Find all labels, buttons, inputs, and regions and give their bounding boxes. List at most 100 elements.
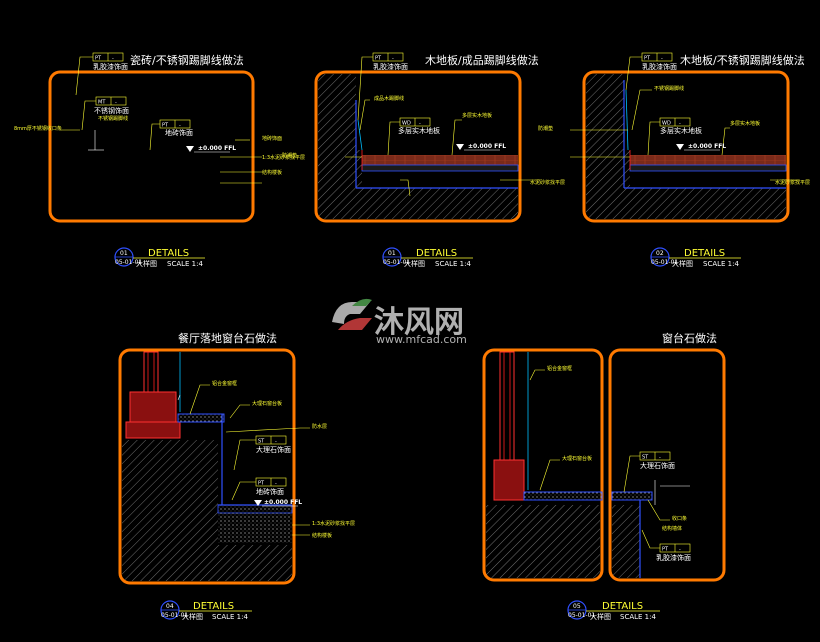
level-marker: ±0.000 FFL <box>676 143 726 151</box>
note: 大理石窗台板 <box>252 400 282 407</box>
svg-text:PT: PT <box>95 56 102 62</box>
svg-text:05: 05 <box>573 603 581 610</box>
svg-text:乳胶漆饰面: 乳胶漆饰面 <box>656 553 691 562</box>
note: 结构墙体 <box>662 525 682 532</box>
svg-text:05-01-01: 05-01-01 <box>161 612 188 619</box>
svg-text:01: 01 <box>120 250 128 257</box>
material-tag: PT - 乳胶漆饰面 <box>92 52 128 71</box>
note: 结构楼板 <box>262 169 282 176</box>
svg-text:±0.000 FFL: ±0.000 FFL <box>198 145 236 152</box>
detail-frame-left <box>482 348 604 582</box>
note: 大理石窗台板 <box>562 455 592 462</box>
svg-text:WD: WD <box>662 121 671 127</box>
detail-label-05: 05 05-01-01 DETAILS 大样图 SCALE 1:4 <box>567 600 660 621</box>
material-tag: PT - 乳胶漆饰面 <box>641 52 677 71</box>
concrete-hatch <box>586 74 786 219</box>
material-tag: MT - 不锈钢饰面 <box>94 96 129 115</box>
level-marker: ±0.000 FFL <box>186 145 236 153</box>
detail-title: 餐厅落地窗台石做法 <box>178 331 277 345</box>
svg-text:大理石饰面: 大理石饰面 <box>640 461 675 470</box>
svg-text:WD: WD <box>402 121 411 127</box>
svg-text:PT: PT <box>662 547 669 553</box>
svg-text:±0.000 FFL: ±0.000 FFL <box>688 143 726 150</box>
svg-text:01: 01 <box>388 250 396 257</box>
details-heading: DETAILS <box>602 601 643 612</box>
note: 铝合金窗框 <box>212 380 237 387</box>
material-tag: ST - 大理石饰面 <box>255 435 291 454</box>
note: 水泥砂浆找平层 <box>775 179 810 186</box>
svg-text:大样图: 大样图 <box>136 259 157 268</box>
svg-text:SCALE 1:4: SCALE 1:4 <box>212 613 248 621</box>
svg-text:-: - <box>392 56 394 62</box>
svg-text:-: - <box>659 455 661 461</box>
detail-label-02: 01 05-01-01 DETAILS 大样图 SCALE 1:4 <box>382 247 473 268</box>
note: 地砖饰面 <box>262 135 282 142</box>
concrete-hatch <box>122 440 292 581</box>
detail-title: 木地板/不锈钢踢脚线做法 <box>680 53 805 67</box>
watermark: 沐风网 www.mfcad.com <box>332 298 467 346</box>
details-heading: DETAILS <box>148 248 189 259</box>
detail-01-tile-skirting: 瓷砖/不锈钢踢脚线做法 PT - 乳胶漆饰面 MT - 不锈钢饰面 PT - 地… <box>14 52 305 223</box>
svg-text:±0.000 FFL: ±0.000 FFL <box>468 143 506 150</box>
svg-text:大样图: 大样图 <box>182 612 203 621</box>
svg-text:-: - <box>419 121 421 127</box>
details-heading: DETAILS <box>193 601 234 612</box>
note: 收口条 <box>672 515 687 522</box>
note: 1:3水泥砂浆找平层 <box>262 154 305 161</box>
svg-text:±0.000 FFL: ±0.000 FFL <box>264 499 302 506</box>
note: 不锈钢踢脚线 <box>98 115 128 122</box>
svg-text:PT: PT <box>162 123 169 129</box>
note: 多层实木地板 <box>730 120 760 127</box>
detail-frame <box>48 70 255 223</box>
svg-text:MT: MT <box>98 100 106 106</box>
detail-frame <box>118 348 296 585</box>
concrete-hatch <box>318 74 518 219</box>
svg-text:多层实木地板: 多层实木地板 <box>660 126 702 135</box>
material-tag: PT - 乳胶漆饰面 <box>656 543 691 562</box>
material-tag: WD - 多层实木地板 <box>398 117 440 135</box>
note: 成品木踢脚线 <box>374 95 404 102</box>
svg-text:大样图: 大样图 <box>672 259 693 268</box>
note: 防潮垫 <box>538 125 553 132</box>
level-marker: ±0.000 FFL <box>456 143 506 151</box>
svg-text:05-01-01: 05-01-01 <box>115 259 142 266</box>
svg-text:多层实木地板: 多层实木地板 <box>398 126 440 135</box>
details-heading: DETAILS <box>684 248 725 259</box>
detail-frame <box>582 70 790 223</box>
concrete-hatch <box>612 505 640 578</box>
svg-text:大样图: 大样图 <box>404 259 425 268</box>
note: 水泥砂浆找平层 <box>530 179 565 186</box>
note: 1:3水泥砂浆找平层 <box>312 520 355 527</box>
material-tag: PT - 地砖饰面 <box>255 477 287 496</box>
wood-floor-layer <box>362 155 518 165</box>
note: 8mm厚不锈钢收口条 <box>14 125 62 132</box>
note: 不锈钢踢脚线 <box>654 85 684 92</box>
svg-text:SCALE 1:4: SCALE 1:4 <box>620 613 656 621</box>
watermark-logo-icon <box>332 298 372 330</box>
detail-title: 木地板/成品踢脚线做法 <box>425 53 539 67</box>
svg-text:-: - <box>679 121 681 127</box>
svg-text:SCALE 1:4: SCALE 1:4 <box>435 260 471 268</box>
svg-text:PT: PT <box>375 56 382 62</box>
svg-text:PT: PT <box>258 481 265 487</box>
svg-text:02: 02 <box>656 250 664 257</box>
svg-text:-: - <box>275 481 277 487</box>
svg-text:-: - <box>179 123 181 129</box>
material-tag: PT - 乳胶漆饰面 <box>372 52 408 71</box>
watermark-url: www.mfcad.com <box>376 333 467 346</box>
svg-text:SCALE 1:4: SCALE 1:4 <box>703 260 739 268</box>
svg-text:-: - <box>661 56 663 62</box>
svg-text:ST: ST <box>642 455 649 461</box>
note: 防水层 <box>312 423 327 430</box>
level-marker: ±0.000 FFL <box>254 499 302 507</box>
note: 多层实木地板 <box>462 112 492 119</box>
svg-text:-: - <box>679 547 681 553</box>
svg-text:05-01-01: 05-01-01 <box>568 612 595 619</box>
details-heading: DETAILS <box>416 248 457 259</box>
note: 铝合金窗框 <box>547 365 572 372</box>
svg-text:-: - <box>275 439 277 445</box>
note: 结构楼板 <box>312 532 332 539</box>
note: 防潮垫 <box>282 152 297 159</box>
concrete-hatch <box>486 505 600 578</box>
